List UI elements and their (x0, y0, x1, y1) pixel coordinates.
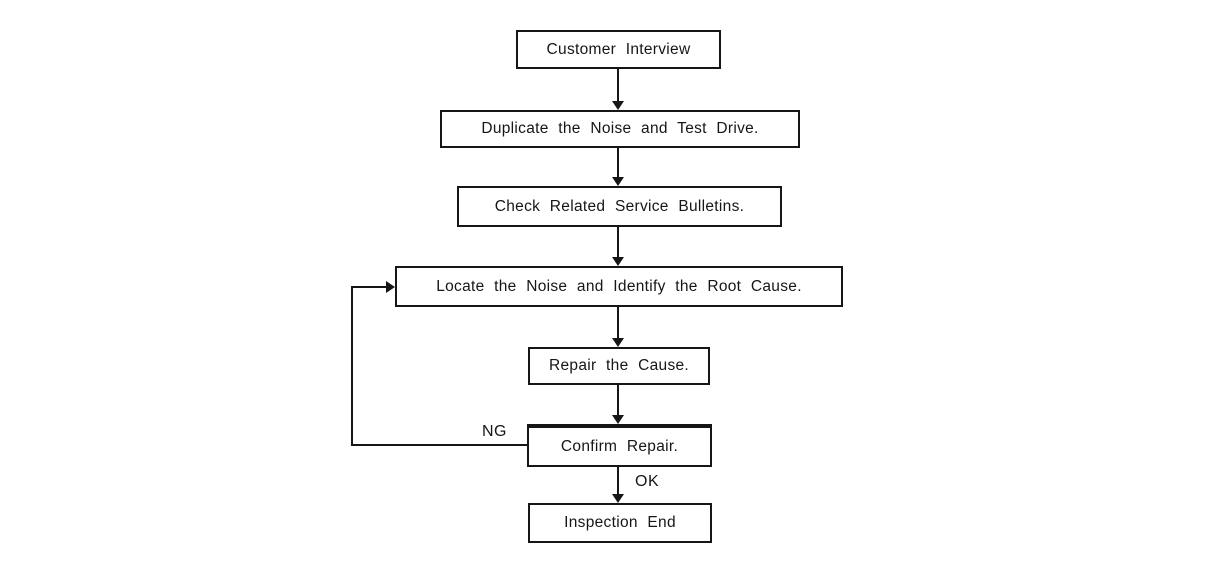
edge-label-ng: NG (482, 423, 507, 440)
node-customer-interview: Customer Interview (516, 30, 721, 69)
edge-line-ng-vertical (351, 286, 353, 446)
edge-line-confirm-to-end (617, 467, 619, 495)
node-inspection-end: Inspection End (528, 503, 712, 543)
arrowhead-down-icon (612, 494, 624, 503)
edge-line-interview-to-duplicate (617, 69, 619, 102)
edge-line-check-to-locate (617, 227, 619, 258)
node-repair-cause: Repair the Cause. (528, 347, 710, 385)
edge-line-ng-bottom (351, 444, 527, 446)
arrowhead-down-icon (612, 177, 624, 186)
arrowhead-down-icon (612, 101, 624, 110)
arrowhead-down-icon (612, 338, 624, 347)
edge-line-ng-top (351, 286, 387, 288)
edge-label-ok: OK (635, 473, 660, 490)
arrowhead-down-icon (612, 257, 624, 266)
edge-line-repair-to-confirm (617, 385, 619, 416)
edge-line-locate-to-repair (617, 307, 619, 339)
node-duplicate-noise: Duplicate the Noise and Test Drive. (440, 110, 800, 148)
node-locate-noise: Locate the Noise and Identify the Root C… (395, 266, 843, 307)
edge-line-duplicate-to-check (617, 148, 619, 178)
arrowhead-down-icon (612, 415, 624, 424)
arrowhead-right-icon (386, 281, 395, 293)
node-check-bulletins: Check Related Service Bulletins. (457, 186, 782, 227)
node-confirm-repair: Confirm Repair. (527, 424, 712, 467)
